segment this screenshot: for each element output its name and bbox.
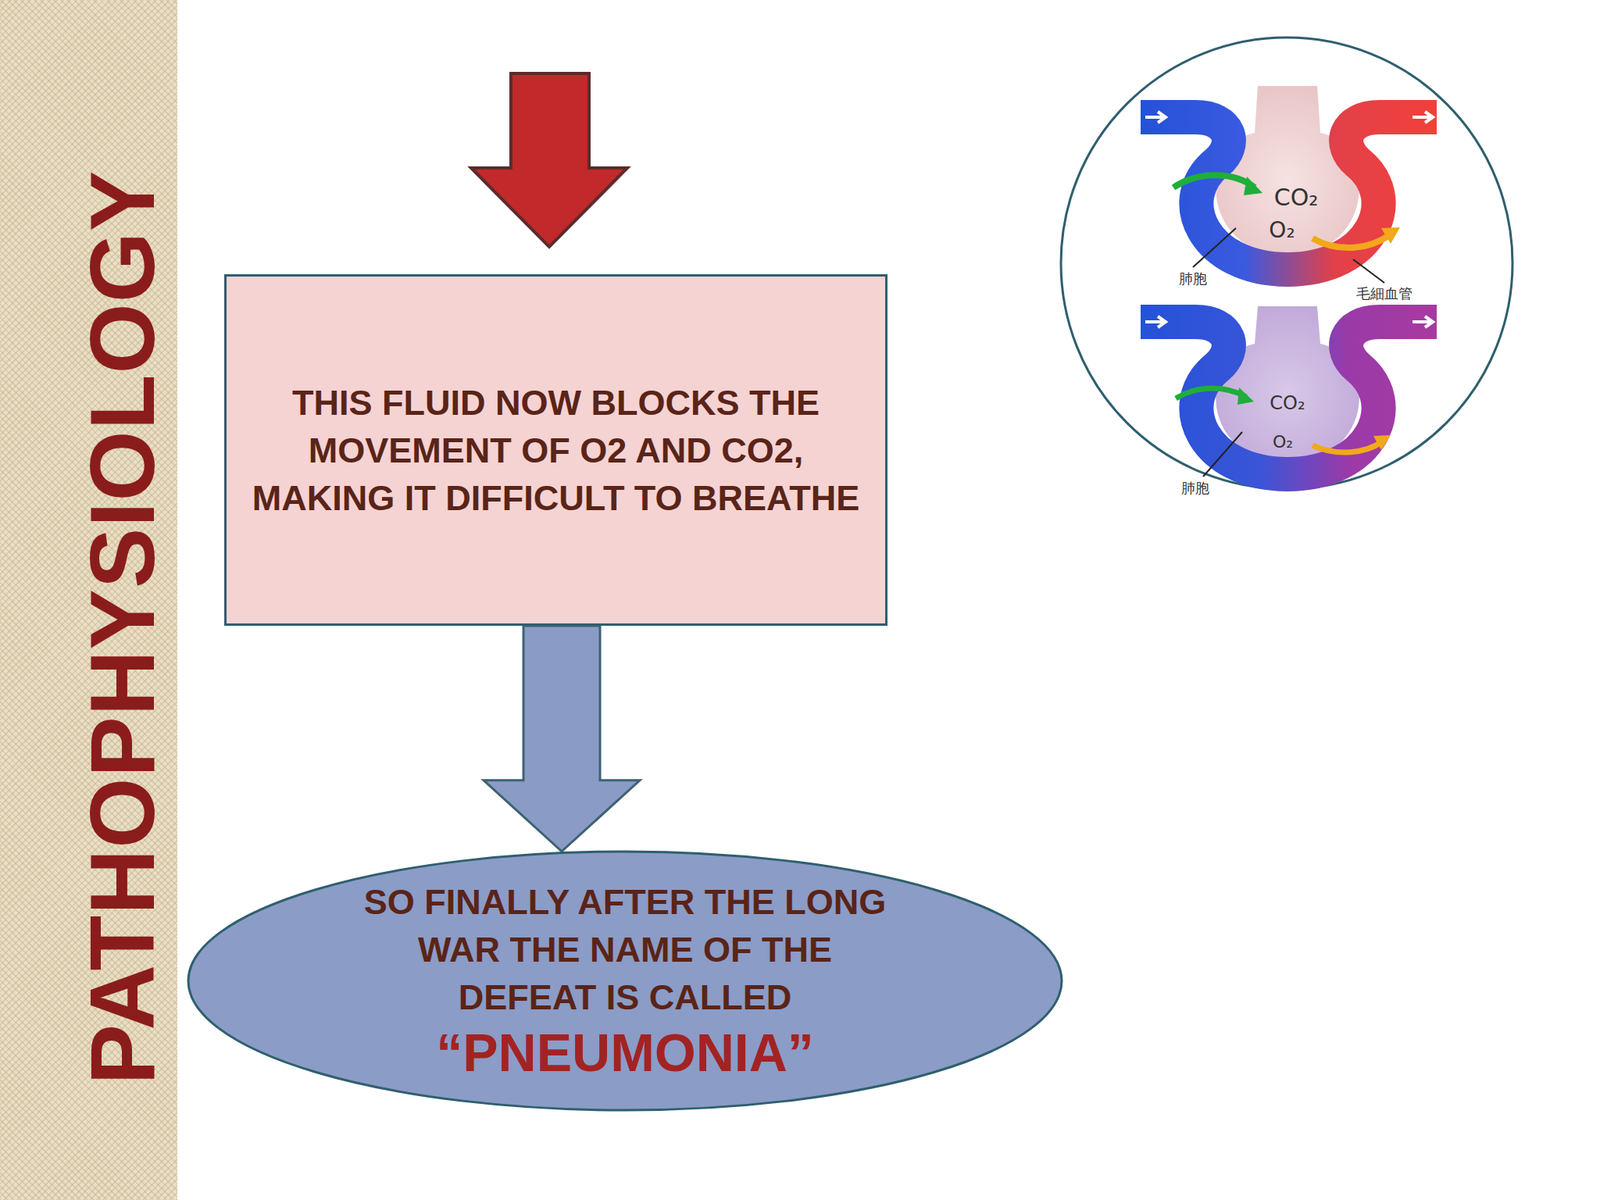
- process-box: THIS FLUID NOW BLOCKS THE MOVEMENT OF O2…: [224, 274, 888, 626]
- annotation-label: O₂: [1272, 432, 1293, 452]
- alveolus-bottom: [1140, 306, 1437, 477]
- annotation-label: CO₂: [1274, 183, 1319, 211]
- highlight-text: “PNEUMONIA”: [359, 1021, 891, 1084]
- down-arrow: [471, 73, 628, 247]
- node-text: THIS FLUID NOW BLOCKS THE MOVEMENT OF O2…: [243, 378, 869, 522]
- illustration-circle: [1060, 37, 1513, 490]
- node-text: SO FINALLY AFTER THE LONG WAR THE NAME O…: [359, 878, 891, 1022]
- annotation-label: 肺胞: [1181, 478, 1210, 498]
- result-ellipse: SO FINALLY AFTER THE LONG WAR THE NAME O…: [186, 850, 1064, 1112]
- alveolus-top: [1140, 85, 1437, 335]
- slide-title: PATHOPHYSIOLOGY: [70, 170, 175, 1086]
- annotation-label: 毛細血管: [1356, 284, 1413, 304]
- annotation-label: CO₂: [1269, 392, 1305, 415]
- annotation-label: O₂: [1268, 217, 1295, 243]
- block-arrow: [483, 625, 640, 852]
- annotation-label: 肺胞: [1178, 269, 1208, 289]
